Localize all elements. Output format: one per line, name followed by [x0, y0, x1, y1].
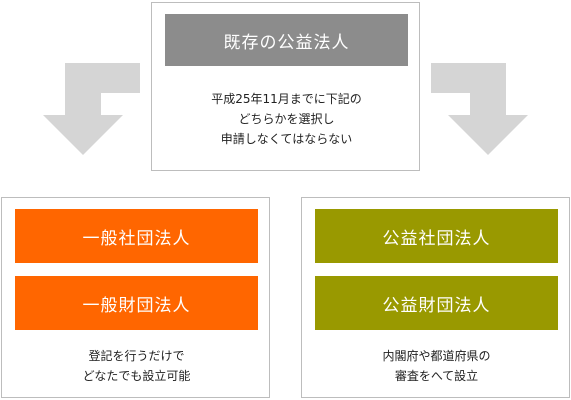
left-note: 登記を行うだけで どなたでも設立可能	[2, 346, 271, 386]
left-note-line-2: どなたでも設立可能	[82, 369, 191, 383]
top-note-line-2: どちらかを選択し	[238, 112, 335, 126]
left-item-1: 一般社団法人	[15, 209, 258, 263]
right-note-line-2: 審査をへて設立	[394, 369, 479, 383]
right-note: 内閣府や都道府県の 審査をへて設立	[302, 346, 571, 386]
left-box: 一般社団法人 一般財団法人 登記を行うだけで どなたでも設立可能	[1, 197, 270, 398]
right-item-2: 公益財団法人	[315, 276, 558, 330]
top-note-line-3: 申請しなくてはならない	[220, 132, 353, 146]
right-arrow-icon	[431, 63, 528, 155]
right-item-1: 公益社団法人	[315, 209, 558, 263]
right-note-line-1: 内閣府や都道府県の	[382, 349, 491, 363]
top-note-line-1: 平成25年11月までに下記の	[211, 92, 362, 106]
left-item-2: 一般財団法人	[15, 276, 258, 330]
top-note: 平成25年11月までに下記の どちらかを選択し 申請しなくてはならない	[152, 89, 421, 149]
top-title: 既存の公益法人	[165, 14, 408, 66]
top-box: 既存の公益法人 平成25年11月までに下記の どちらかを選択し 申請しなくてはな…	[151, 2, 420, 171]
right-box: 公益社団法人 公益財団法人 内閣府や都道府県の 審査をへて設立	[301, 197, 570, 398]
left-note-line-1: 登記を行うだけで	[88, 349, 185, 363]
left-arrow-icon	[43, 63, 140, 155]
